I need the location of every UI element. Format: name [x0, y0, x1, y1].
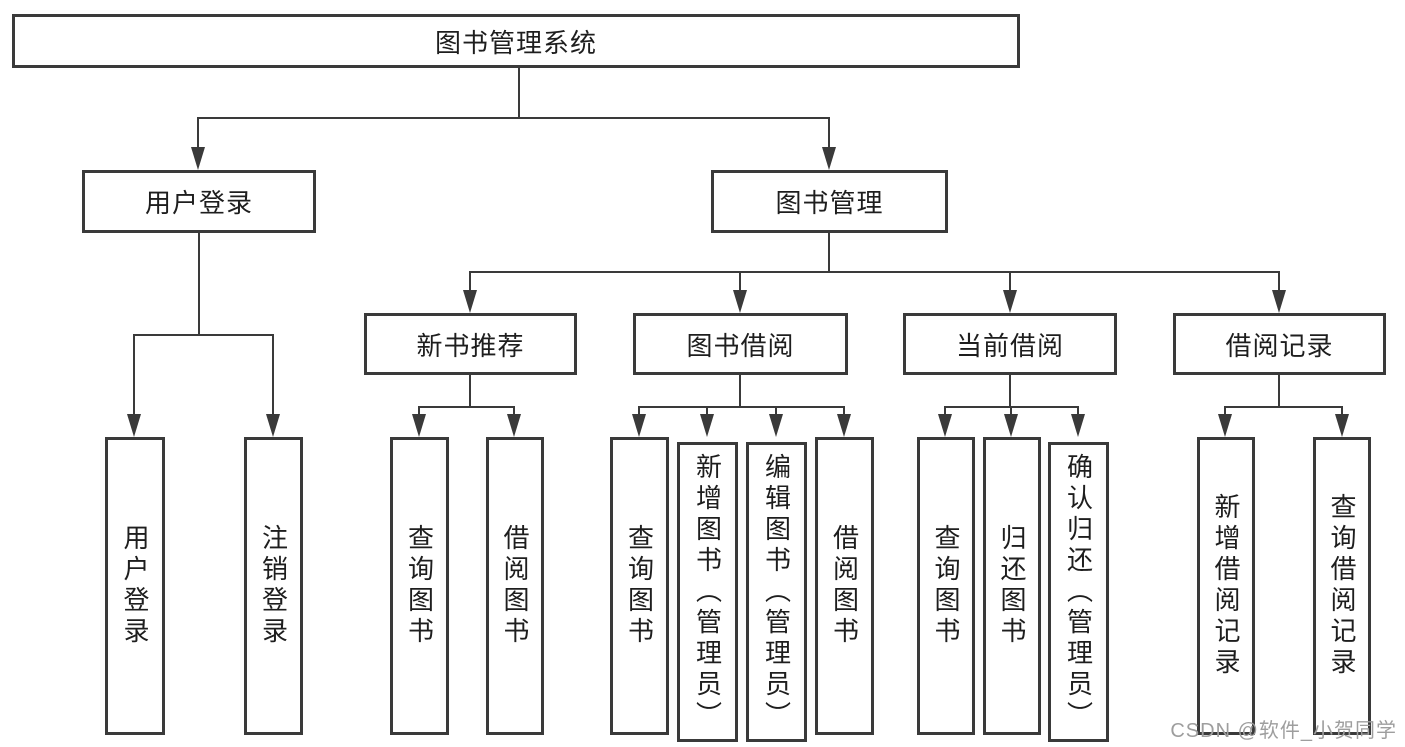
node-confirm-return-admin-label: 确认归还（管理员）: [1063, 452, 1094, 732]
connector-book-borrow-rail: [639, 406, 845, 408]
node-edit-books-admin-label: 编辑图书（管理员）: [761, 452, 792, 732]
node-query-books: 查询图书: [390, 437, 449, 735]
arrow-down-icon: [127, 414, 141, 437]
node-logout-leaf: 注销登录: [244, 437, 303, 735]
connector-drop-leaf: [944, 406, 946, 416]
node-book-management-label: 图书管理: [775, 188, 884, 218]
node-query-books-label: 查询图书: [404, 524, 435, 648]
node-add-books-admin: 新增图书（管理员）: [677, 442, 738, 742]
arrow-down-icon: [1272, 290, 1286, 313]
node-confirm-return-admin: 确认归还（管理员）: [1048, 442, 1109, 742]
connector-new-book-stem: [469, 375, 471, 407]
node-edit-books-admin: 编辑图书（管理员）: [746, 442, 807, 742]
node-user-login-leaf-label: 用户登录: [120, 524, 150, 648]
node-book-management: 图书管理: [711, 170, 948, 233]
node-add-borrow-record: 新增借阅记录: [1197, 437, 1255, 735]
node-root: 图书管理系统: [12, 14, 1020, 68]
node-borrow-books: 借阅图书: [486, 437, 544, 735]
node-borrow-books-label: 借阅图书: [829, 524, 860, 648]
arrow-down-icon: [1218, 414, 1232, 437]
arrow-down-icon: [837, 414, 851, 437]
node-query-borrow-record: 查询借阅记录: [1313, 437, 1371, 735]
node-query-books: 查询图书: [610, 437, 669, 735]
connector-drop-leaf: [775, 406, 777, 416]
node-add-borrow-record-label: 新增借阅记录: [1211, 493, 1241, 679]
connector-user-login-rail: [134, 334, 274, 336]
connector-book-borrow-stem: [739, 375, 741, 407]
node-book-borrow: 图书借阅: [633, 313, 848, 375]
connector-drop-leaf: [513, 406, 515, 416]
connector-drop-leaf: [272, 334, 274, 416]
arrow-down-icon: [632, 414, 646, 437]
arrow-down-icon: [266, 414, 280, 437]
node-new-book-recommend-label: 新书推荐: [416, 330, 525, 361]
connector-drop-leaf: [706, 406, 708, 416]
node-query-books: 查询图书: [917, 437, 975, 735]
node-query-borrow-record-label: 查询借阅记录: [1327, 493, 1357, 679]
connector-drop-current-borrow: [1009, 271, 1011, 292]
node-borrow-books: 借阅图书: [815, 437, 874, 735]
arrow-down-icon: [463, 290, 477, 313]
arrow-down-icon: [938, 414, 952, 437]
connector-user-login-stem: [198, 233, 200, 335]
connector-drop-leaf: [418, 406, 420, 416]
node-book-borrow-label: 图书借阅: [686, 330, 795, 361]
node-logout-leaf-label: 注销登录: [258, 524, 289, 648]
connector-current-borrow-rail: [945, 406, 1079, 408]
connector-drop-borrow-records: [1278, 271, 1280, 292]
connector-level1-rail: [197, 117, 830, 119]
node-borrow-records: 借阅记录: [1173, 313, 1386, 375]
arrow-down-icon: [507, 414, 521, 437]
connector-book-management-stem: [828, 233, 830, 272]
connector-drop-leaf: [1010, 406, 1012, 416]
arrow-down-icon: [1004, 414, 1018, 437]
connector-level2-rail: [469, 271, 1280, 273]
arrow-down-icon: [769, 414, 783, 437]
arrow-down-icon: [733, 290, 747, 313]
connector-borrow-records-rail: [1225, 406, 1342, 408]
connector-drop-user-login: [197, 117, 199, 150]
arrow-down-icon: [412, 414, 426, 437]
arrow-down-icon: [700, 414, 714, 437]
connector-drop-leaf: [843, 406, 845, 416]
node-return-books-label: 归还图书: [997, 524, 1027, 648]
connector-drop-leaf: [1224, 406, 1226, 416]
node-user-login: 用户登录: [82, 170, 316, 233]
node-query-books-label: 查询图书: [624, 524, 655, 648]
connector-drop-leaf: [638, 406, 640, 416]
arrow-down-icon: [822, 147, 836, 170]
node-root-label: 图书管理系统: [434, 27, 597, 58]
watermark: CSDN @软件_小贺同学: [1170, 720, 1397, 742]
connector-drop-new-book: [469, 271, 471, 292]
node-query-books-label: 查询图书: [931, 524, 961, 648]
node-current-borrow-label: 当前借阅: [955, 330, 1064, 361]
node-new-book-recommend: 新书推荐: [364, 313, 577, 375]
connector-drop-book-management: [828, 117, 830, 150]
arrow-down-icon: [1071, 414, 1085, 437]
node-user-login-leaf: 用户登录: [105, 437, 165, 735]
arrow-down-icon: [1335, 414, 1349, 437]
connector-drop-book-borrow: [739, 271, 741, 292]
node-borrow-books-label: 借阅图书: [500, 524, 530, 648]
node-add-books-admin-label: 新增图书（管理员）: [692, 452, 723, 732]
connector-root-stem: [518, 68, 520, 118]
connector-drop-leaf: [133, 334, 135, 416]
arrow-down-icon: [1003, 290, 1017, 313]
connector-drop-leaf: [1341, 406, 1343, 416]
node-user-login-label: 用户登录: [144, 188, 253, 218]
node-current-borrow: 当前借阅: [903, 313, 1117, 375]
connector-new-book-rail: [419, 406, 515, 408]
arrow-down-icon: [191, 147, 205, 170]
connector-drop-leaf: [1077, 406, 1079, 416]
connector-borrow-records-stem: [1278, 375, 1280, 407]
connector-current-borrow-stem: [1009, 375, 1011, 407]
node-borrow-records-label: 借阅记录: [1225, 330, 1334, 361]
node-return-books: 归还图书: [983, 437, 1041, 735]
